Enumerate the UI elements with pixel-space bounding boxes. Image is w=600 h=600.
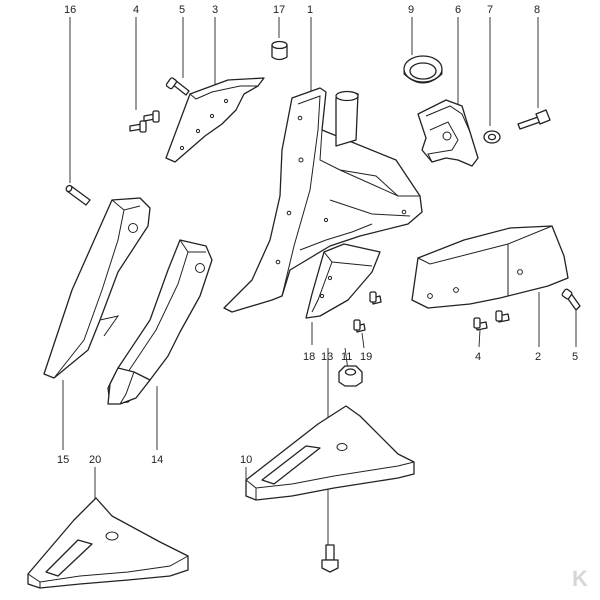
label-4-right: 4	[475, 351, 481, 363]
brand-logo-letter: K	[572, 566, 588, 591]
label-10: 10	[240, 454, 252, 466]
label-6: 6	[455, 4, 461, 16]
label-16: 16	[64, 4, 76, 16]
bushing-17	[271, 40, 288, 61]
washer-7	[483, 130, 501, 144]
label-3: 3	[212, 4, 218, 16]
label-8: 8	[534, 4, 540, 16]
label-13: 13	[321, 351, 333, 363]
label-5-right: 5	[572, 351, 578, 363]
plate-3	[165, 77, 265, 163]
pin-16	[65, 184, 91, 206]
label-18: 18	[303, 351, 315, 363]
brand-logo: K	[572, 566, 588, 591]
bolt-13	[321, 544, 339, 573]
label-5-top: 5	[179, 4, 185, 16]
label-14: 14	[151, 454, 163, 466]
wear-plate-18	[305, 243, 381, 319]
label-1: 1	[307, 4, 313, 16]
clamp-bracket-6	[417, 99, 479, 167]
label-20: 20	[89, 454, 101, 466]
bolt-5-right	[561, 288, 581, 311]
bolt-5-top	[165, 77, 190, 96]
label-19: 19	[360, 351, 372, 363]
screw-4-top	[129, 110, 160, 133]
foot-20	[27, 497, 189, 589]
bolt-8	[517, 109, 551, 130]
label-11: 11	[341, 351, 352, 363]
screw-4-right	[473, 310, 510, 331]
shank-14	[107, 239, 213, 405]
nut-11	[338, 365, 363, 387]
shank-body-1	[223, 87, 423, 313]
foot-10	[245, 405, 415, 501]
label-15: 15	[57, 454, 69, 466]
blade-15	[43, 197, 151, 379]
label-2: 2	[535, 351, 541, 363]
label-7: 7	[487, 4, 493, 16]
callout-labels: 16 4 5 3 17 1 9 6 7 8 18 13 11 19 4 2 5 …	[57, 4, 578, 466]
share-2	[411, 225, 569, 309]
label-4-top: 4	[133, 4, 139, 16]
label-9: 9	[408, 4, 414, 16]
ring-9	[403, 55, 443, 84]
screw-19	[353, 291, 382, 333]
label-17: 17	[273, 4, 285, 16]
